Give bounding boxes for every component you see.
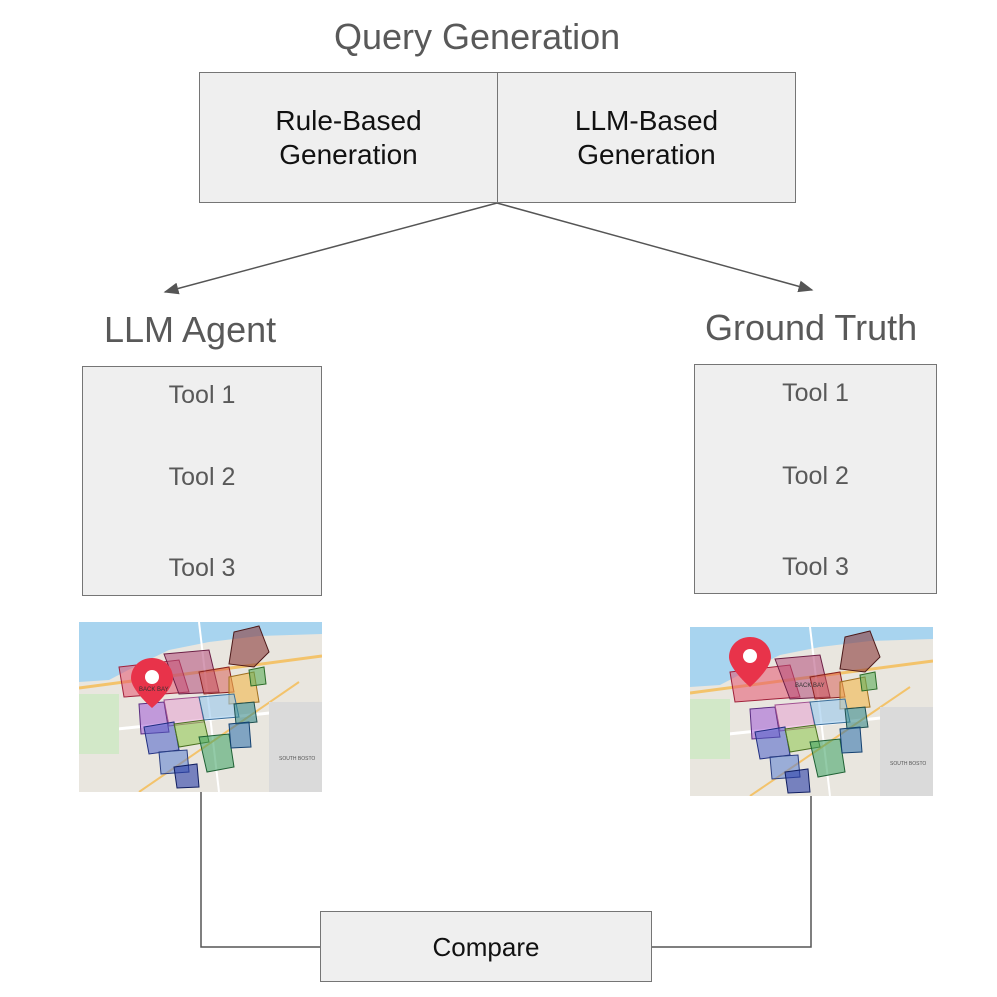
query-generation-title: Query Generation	[334, 16, 621, 57]
llm-based-generation: LLM-Based Generation	[574, 104, 719, 170]
compare-box: Compare	[320, 911, 652, 982]
back-bay-label: BACK BAY	[139, 687, 169, 693]
rule-based-generation: Rule-Based Generation	[200, 73, 498, 202]
ground-truth-tool-box: Tool 1 Tool 2 Tool 3	[694, 364, 937, 594]
wire-truth-to-compare	[652, 796, 812, 948]
generation-box: Rule-Based Generation LLM-Based Generati…	[199, 72, 796, 203]
wire-agent-to-compare	[200, 792, 320, 948]
llm-agent-title: LLM Agent	[104, 309, 277, 350]
back-bay-label-right: BACK BAY	[795, 683, 825, 689]
agent-tool-2: Tool 2	[168, 463, 236, 491]
truth-tool-1: Tool 1	[782, 379, 849, 407]
agent-tool-1: Tool 1	[168, 381, 236, 409]
agent-result-map: BACK BAY SOUTH BOSTO	[79, 622, 322, 792]
arrow-to-ground-truth	[496, 202, 814, 293]
south-boston-label-right: SOUTH BOSTO	[890, 761, 926, 767]
agent-tool-3: Tool 3	[168, 554, 236, 582]
south-boston-label: SOUTH BOSTO	[279, 756, 315, 762]
ground-truth-result-map: BACK BAY SOUTH BOSTO	[690, 627, 933, 796]
ground-truth-title: Ground Truth	[705, 307, 918, 348]
truth-tool-2: Tool 2	[782, 462, 849, 490]
arrow-to-llm-agent	[163, 202, 498, 295]
truth-tool-3: Tool 3	[782, 553, 849, 581]
llm-agent-tool-box: Tool 1 Tool 2 Tool 3	[82, 366, 322, 596]
